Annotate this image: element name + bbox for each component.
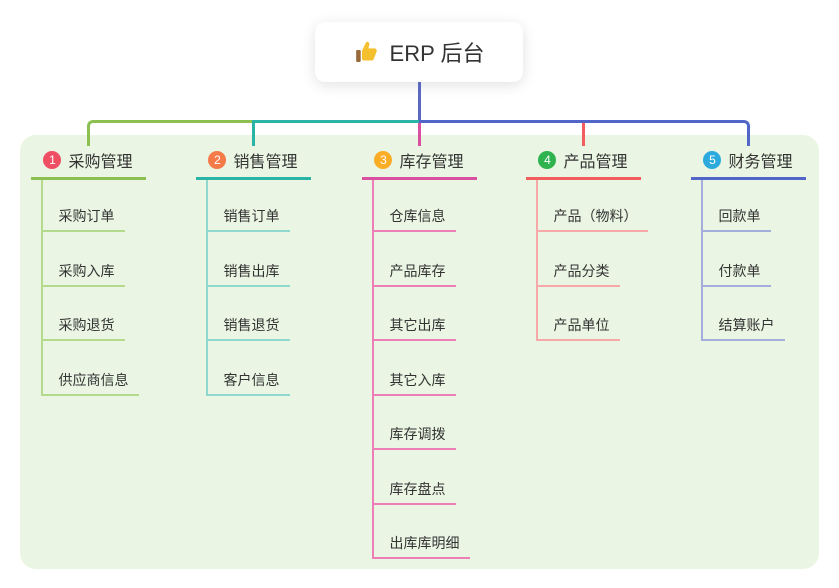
children-connector-line — [40, 180, 43, 396]
branch-underline — [361, 177, 477, 180]
child-node[interactable]: 产品分类 — [535, 261, 620, 287]
child-node[interactable]: 产品（物料） — [535, 206, 648, 232]
child-node[interactable]: 采购入库 — [40, 261, 125, 287]
branch-3-drop-line — [417, 123, 421, 146]
child-node[interactable]: 供应商信息 — [40, 370, 139, 396]
child-node[interactable]: 销售订单 — [205, 206, 290, 232]
branch-5-connector — [419, 120, 750, 146]
child-node[interactable]: 结算账户 — [700, 315, 785, 341]
child-node[interactable]: 采购订单 — [40, 206, 125, 232]
branch-title: 产品管理 — [563, 154, 628, 171]
branch-node-销售管理[interactable]: 2 销售管理 — [196, 147, 311, 173]
children-connector-line — [700, 180, 703, 341]
children-connector-line — [371, 180, 374, 559]
branch-underline — [690, 177, 806, 180]
child-node[interactable]: 库存调拨 — [371, 424, 456, 450]
children-connector-line — [535, 180, 538, 341]
child-node[interactable]: 付款单 — [700, 261, 771, 287]
root-label: ERP 后台 — [389, 41, 485, 66]
branch-2-drop-line — [251, 120, 255, 146]
branch-number-badge: 1 — [43, 151, 62, 169]
branch-title: 财务管理 — [728, 154, 793, 171]
background-panel — [20, 135, 819, 569]
child-node[interactable]: 产品单位 — [535, 315, 620, 341]
branch-number-badge: 2 — [208, 151, 227, 169]
child-node[interactable]: 产品库存 — [371, 261, 456, 287]
branch-2-connector — [253, 120, 422, 123]
child-node[interactable]: 出库库明细 — [371, 533, 470, 559]
branch-underline — [30, 177, 146, 180]
branch-number-badge: 5 — [703, 151, 722, 169]
child-node[interactable]: 销售出库 — [205, 261, 290, 287]
children-connector-line — [205, 180, 208, 396]
child-node[interactable]: 销售退货 — [205, 315, 290, 341]
child-node[interactable]: 其它出库 — [371, 315, 456, 341]
branch-node-库存管理[interactable]: 3 库存管理 — [362, 147, 477, 173]
branch-node-财务管理[interactable]: 5 财务管理 — [691, 147, 806, 173]
branch-4-drop-line — [581, 123, 585, 146]
root-stem-line — [417, 82, 421, 120]
child-node[interactable]: 回款单 — [700, 206, 771, 232]
branch-title: 销售管理 — [233, 154, 298, 171]
branch-title: 采购管理 — [68, 154, 133, 171]
child-node[interactable]: 客户信息 — [205, 370, 290, 396]
branch-node-采购管理[interactable]: 1 采购管理 — [31, 147, 146, 173]
root-node[interactable]: ERP 后台 — [315, 22, 523, 82]
child-node[interactable]: 其它入库 — [371, 370, 456, 396]
branch-underline — [525, 177, 641, 180]
thumbs-up-icon — [354, 39, 380, 65]
branch-number-badge: 4 — [538, 151, 557, 169]
branch-1-connector — [86, 120, 256, 146]
branch-number-badge: 3 — [374, 151, 393, 169]
branch-underline — [195, 177, 311, 180]
child-node[interactable]: 采购退货 — [40, 315, 125, 341]
branch-node-产品管理[interactable]: 4 产品管理 — [526, 147, 641, 173]
child-node[interactable]: 仓库信息 — [371, 206, 456, 232]
branch-title: 库存管理 — [399, 154, 464, 171]
child-node[interactable]: 库存盘点 — [371, 479, 456, 505]
